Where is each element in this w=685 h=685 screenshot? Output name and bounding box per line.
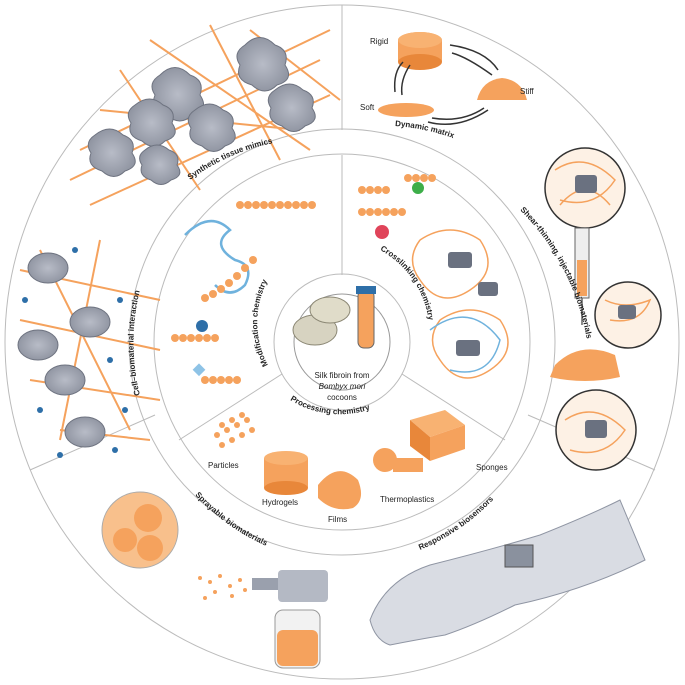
sensor-patch [504,544,534,568]
crosslinking-illustration [358,174,509,379]
cell [17,329,59,361]
sponge-shape [410,410,465,461]
label-thermoplastics: Thermoplastics [380,495,434,504]
label-rigid: Rigid [370,37,388,46]
cell [64,416,106,448]
stiff-shape [477,78,527,100]
label-cell-interaction: Cell–biomaterial interaction [127,289,142,396]
label-stiff: Stiff [520,87,534,96]
cell [44,364,86,396]
tube-shape [357,289,375,349]
biosensor-arm-illustration [369,499,646,646]
cell [87,128,136,177]
gel-mound [550,349,620,381]
label-crosslinking: Crosslinking chemistry [379,244,436,321]
cell [69,306,111,338]
label-modification: Modification chemistry [250,277,269,368]
middle-ring-inner [153,153,531,531]
spray-zoom-circle [101,491,179,569]
cell [267,83,316,132]
processing-illustration [214,410,465,510]
ring-lines [4,4,680,680]
soft-shape [378,103,434,117]
film-shape [318,471,362,510]
thermoplastic-shape [373,448,423,472]
spray-nozzle [252,578,282,590]
arrow [449,44,499,71]
label-films: Films [328,515,347,524]
cell-interaction-illustration [17,239,161,458]
dynamic-matrix-illustration [378,32,527,125]
center-label-line2: Bombyx mori [319,382,366,391]
sprayable-illustration [101,491,328,669]
cocoon-shape [309,296,351,324]
synthetic-tissue-illustration [69,24,341,206]
hydrogel-shape [264,451,308,495]
cell [127,98,176,147]
center-illustration [292,286,376,349]
label-sponges: Sponges [476,463,508,472]
cell [139,144,181,185]
modification-illustration [171,201,316,384]
cell [187,103,236,152]
label-sprayable: Sprayable biomaterials [194,490,270,548]
center-label-line1: Silk fibroin from [314,371,369,380]
rigid-shape [398,32,442,48]
label-dynamic-matrix: Dynamic matrix [395,119,456,140]
cell [236,37,290,92]
label-particles: Particles [208,461,239,470]
center-label-line3: cocoons [327,393,357,402]
center-circle [293,293,391,391]
label-hydrogels: Hydrogels [262,498,298,507]
shear-thinning-illustration [544,147,662,471]
cell [27,252,69,284]
particles-shape [214,412,255,448]
label-soft: Soft [360,103,375,112]
